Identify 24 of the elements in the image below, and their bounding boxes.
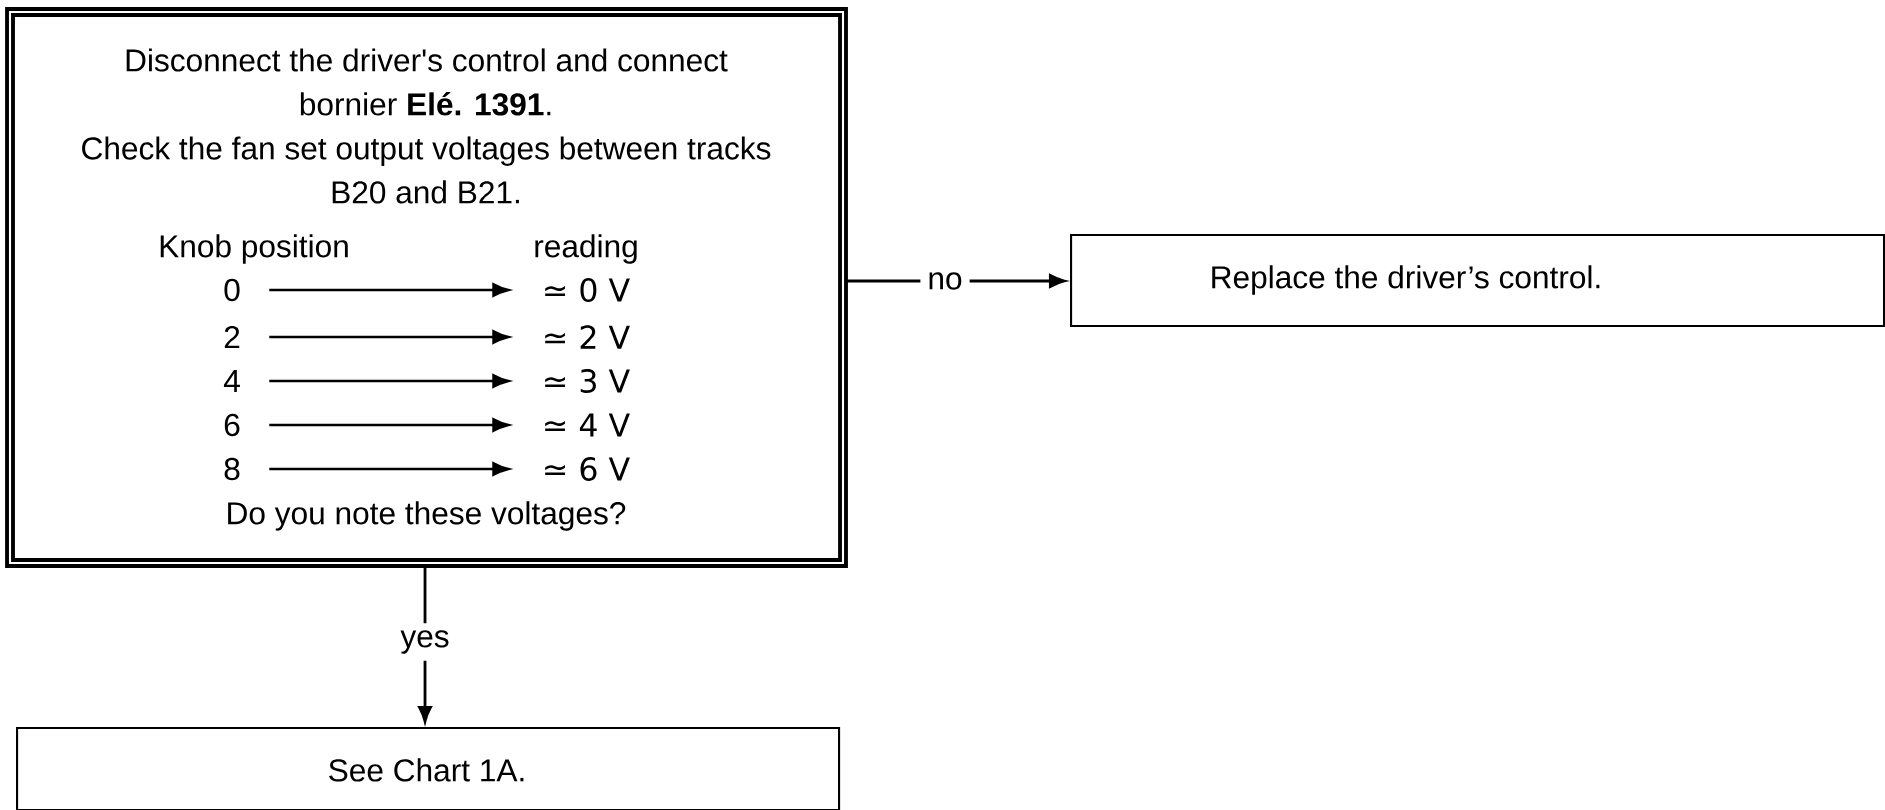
- arrow: [269, 374, 510, 388]
- action-box: Replace the driver’s control.: [1070, 234, 1885, 328]
- box-text: Do you note these voltages?: [228, 501, 626, 531]
- knob-value: 0: [224, 278, 240, 302]
- knob-value: 2: [224, 325, 240, 349]
- edge-label: yes: [393, 623, 457, 661]
- column-header: Knob position: [160, 234, 348, 264]
- knob-value: 6: [224, 413, 240, 437]
- arrow: [269, 418, 510, 432]
- arrow: [269, 283, 510, 297]
- reading-value: ≃ 6 V: [545, 457, 630, 481]
- knob-value: 4: [223, 370, 240, 392]
- reading-value: ≃ 0 V: [545, 278, 630, 302]
- box-text: Check the fan set output voltages between tracks B20 and B21.: [82, 136, 771, 204]
- knob-value: 8: [224, 457, 240, 481]
- arrow: [269, 330, 510, 344]
- edge-label: no: [920, 265, 970, 297]
- reading-value: ≃ 2 V: [545, 325, 630, 349]
- reading-value: ≃ 3 V: [545, 369, 630, 393]
- action-box: See Chart 1A.: [16, 727, 841, 810]
- arrow: [269, 462, 510, 476]
- reading-value: ≃ 4 V: [545, 413, 630, 437]
- box-text: Disconnect the driver's control and connect bornier Elé. 1391.: [126, 48, 728, 116]
- column-header: reading: [535, 234, 637, 264]
